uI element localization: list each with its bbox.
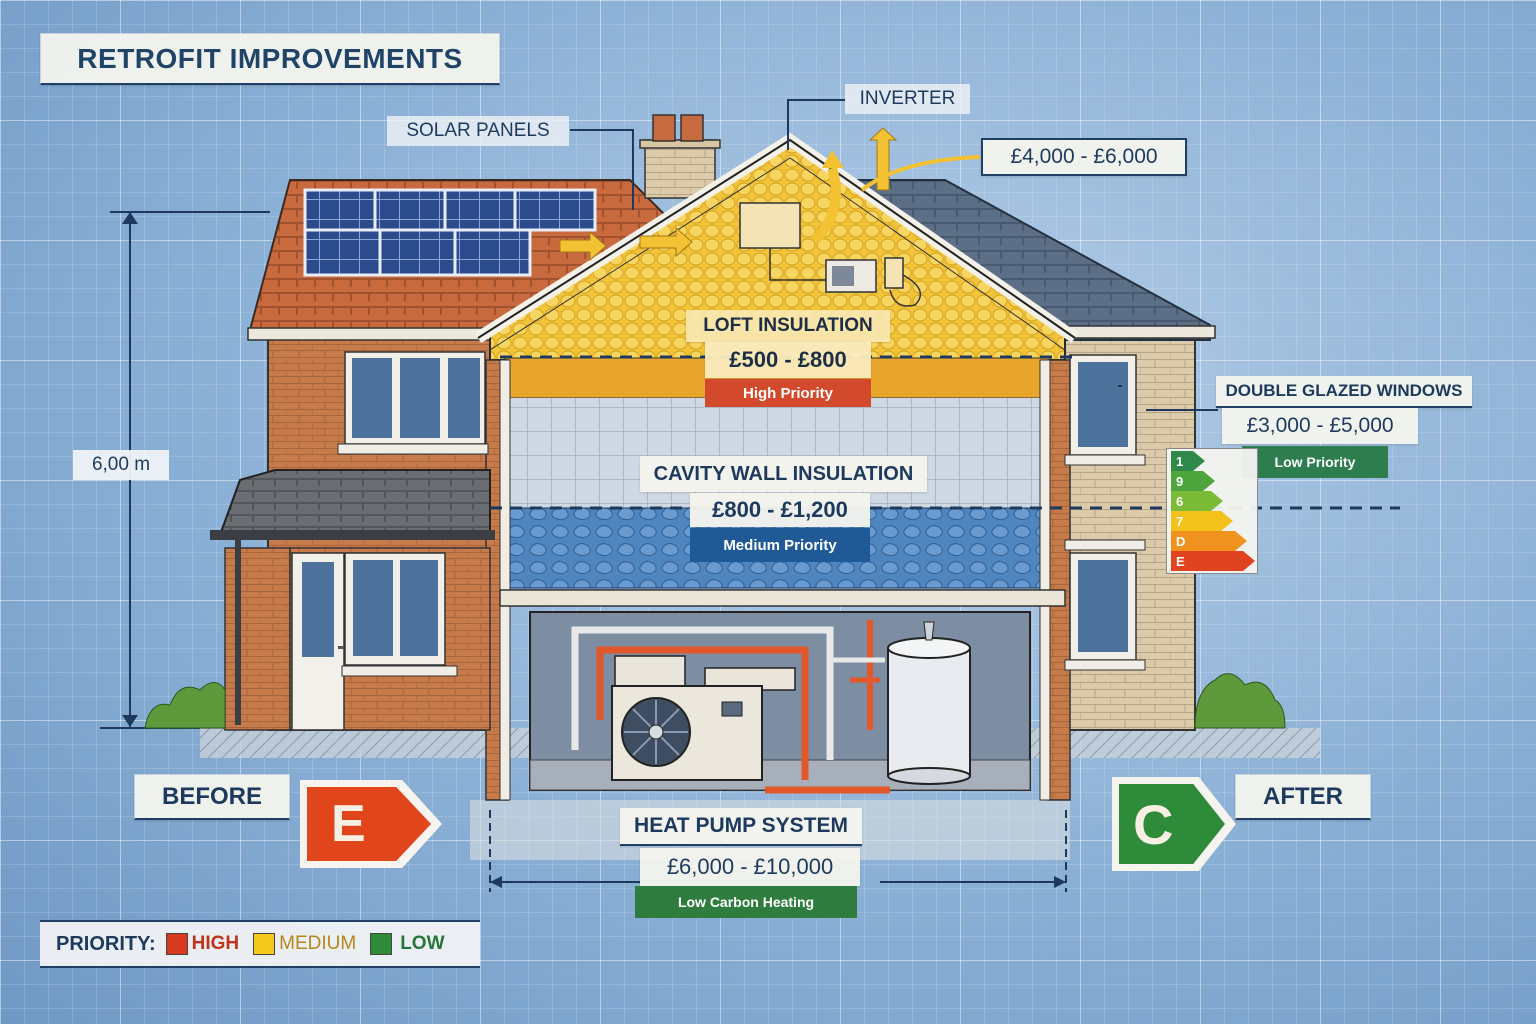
epc-bar-5: D	[1171, 531, 1247, 551]
legend-title: PRIORITY:	[56, 932, 156, 955]
epc-rating-scale: 1 9 6 7 D E	[1166, 448, 1258, 574]
arrow-down-icon	[122, 715, 138, 727]
epc-bar-2: 9	[1171, 471, 1215, 491]
epc-bar-4: 7	[1171, 511, 1233, 531]
page-title: RETROFIT IMPROVEMENTS	[40, 33, 500, 85]
cavity-wall-cost: £800 - £1,200	[690, 493, 870, 527]
legend-swatch-high	[165, 933, 188, 955]
loft-insulation-priority-badge: High Priority	[705, 379, 871, 407]
legend-swatch-medium	[253, 933, 276, 955]
cavity-wall-priority-badge: Medium Priority	[690, 528, 870, 562]
loft-insulation-cost: £500 - £800	[705, 342, 871, 378]
arrow-up-icon	[122, 212, 138, 224]
legend-swatch-low	[370, 933, 393, 955]
cavity-wall-label: CAVITY WALL INSULATION	[640, 456, 927, 492]
inverter-unit	[739, 202, 922, 307]
epc-bar-3: 6	[1171, 491, 1223, 511]
energy-flow-arrows	[559, 127, 898, 262]
double-glazed-windows-label: DOUBLE GLAZED WINDOWS	[1216, 376, 1472, 408]
solar-panels-label: SOLAR PANELS	[387, 116, 569, 146]
legend-label-high: HIGH	[191, 933, 240, 954]
legend-label-medium: MEDIUM	[279, 933, 357, 954]
heat-pump-cost: £6,000 - £10,000	[640, 848, 860, 886]
inverter-cost: £4,000 - £6,000	[981, 138, 1187, 176]
after-label: AFTER	[1235, 774, 1371, 820]
before-label: BEFORE	[134, 774, 290, 820]
double-glazed-windows-priority-badge: Low Priority	[1242, 446, 1388, 478]
solar-panels	[303, 188, 597, 277]
heat-pump-unit	[611, 655, 796, 781]
hot-water-cylinder	[887, 621, 971, 785]
epc-bar-6: E	[1171, 551, 1255, 571]
heat-pump-badge: Low Carbon Heating	[635, 886, 857, 918]
before-epc-arrow: E	[300, 780, 442, 868]
inverter-label: INVERTER	[845, 84, 970, 114]
legend-label-low: LOW	[400, 933, 445, 954]
after-grade: C	[1133, 792, 1174, 856]
height-label: 6,00 m	[73, 450, 169, 480]
double-glazed-windows-cost: £3,000 - £5,000	[1222, 408, 1418, 444]
before-grade: E	[331, 795, 366, 853]
page-title-text: RETROFIT IMPROVEMENTS	[77, 42, 463, 74]
priority-legend: PRIORITY: HIGH MEDIUM LOW	[40, 920, 480, 968]
loft-insulation-label: LOFT INSULATION	[686, 310, 890, 342]
heat-pump-label: HEAT PUMP SYSTEM	[620, 808, 862, 846]
epc-bar-1: 1	[1171, 451, 1205, 471]
